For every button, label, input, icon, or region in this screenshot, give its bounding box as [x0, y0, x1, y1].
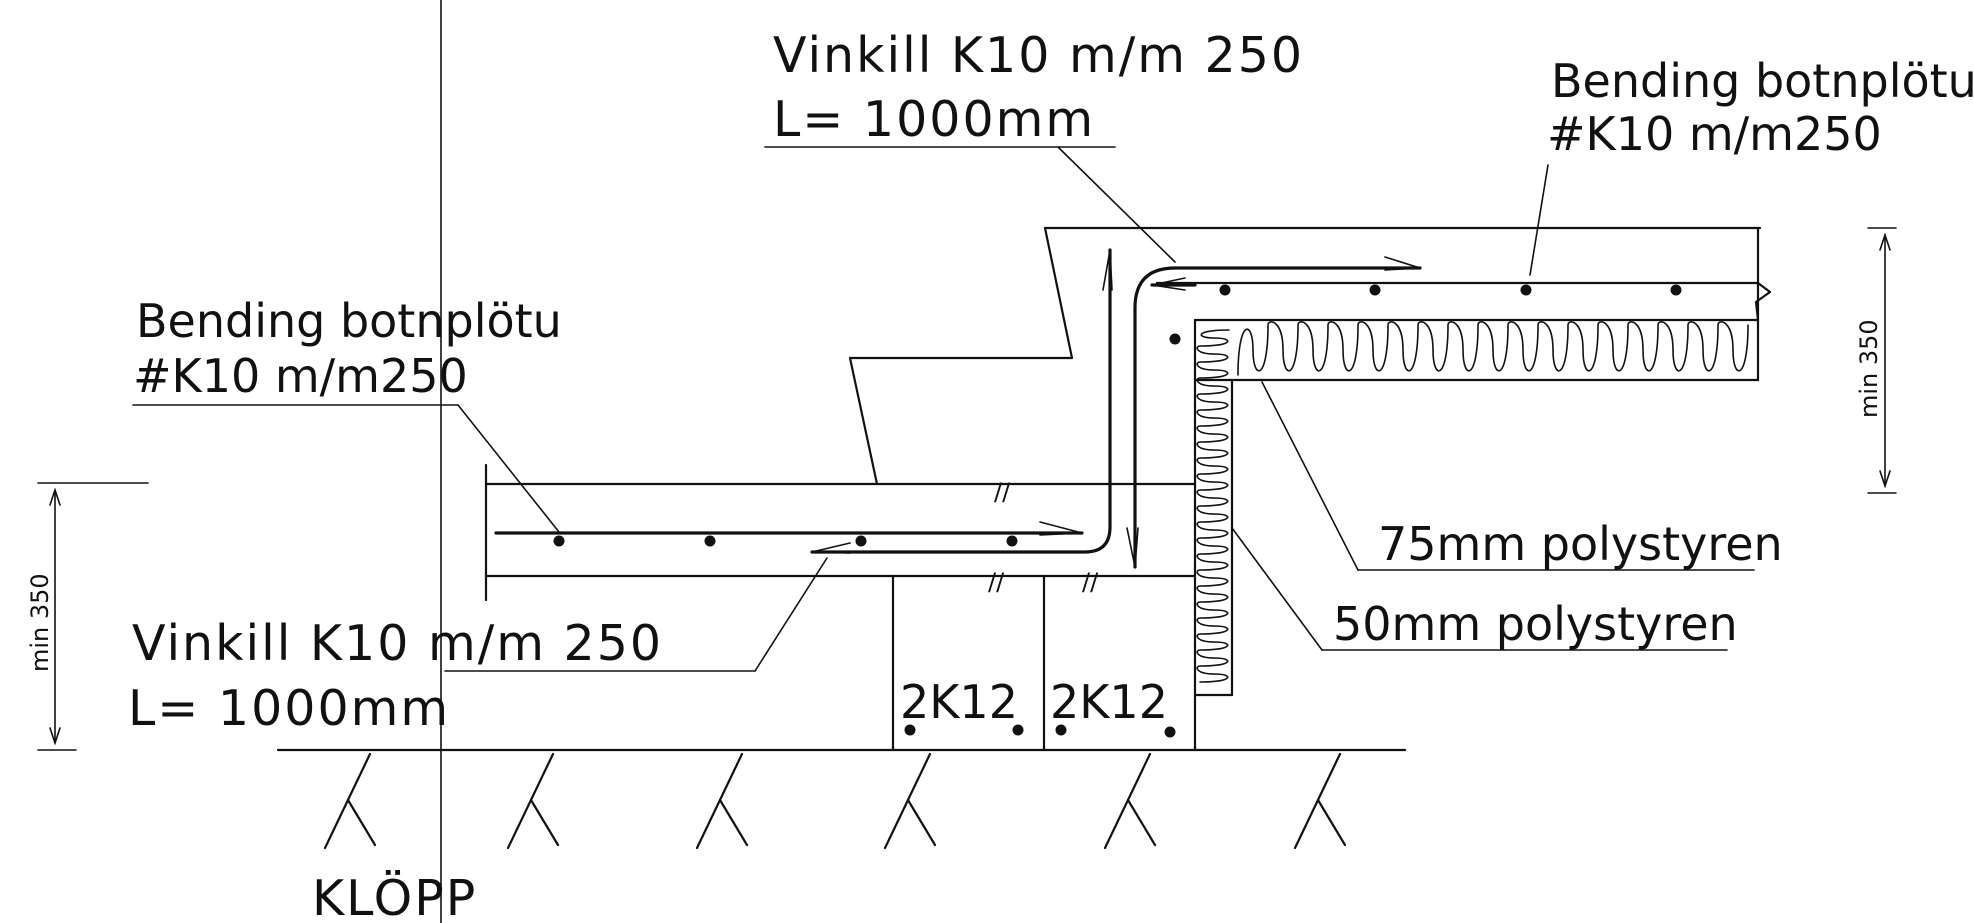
upper-angle-length-label: L= 1000mm	[773, 91, 1095, 148]
upper-angle-bar	[1133, 266, 1422, 569]
dimension-right-text: min 350	[1855, 319, 1883, 418]
ground-hatch-mark	[1126, 798, 1157, 847]
upper-angle-bar-label: Vinkill K10 m/m 250	[773, 27, 1304, 84]
lower-slab	[484, 463, 1197, 602]
lower-angle-arrow	[811, 542, 851, 554]
leader-lines	[132, 146, 1755, 672]
break-mark: //	[1082, 568, 1099, 596]
reinforcement	[494, 248, 1422, 569]
slab-step-outline	[848, 226, 1762, 486]
left-slab-spec-label: #K10 m/m250	[133, 349, 468, 403]
upper-angle-arrow	[1384, 256, 1421, 271]
ground	[276, 748, 1407, 850]
ground-label: KLÖPP	[312, 869, 477, 923]
dimension-left-text: min 350	[26, 573, 54, 672]
beam-bars-left-label: 2K12	[900, 675, 1018, 729]
insulation-50-label: 50mm polystyren	[1333, 597, 1738, 651]
vertical-insulation	[1193, 329, 1234, 697]
insulation-75-label: 75mm polystyren	[1378, 517, 1783, 571]
lower-angle-arrow-top	[1102, 249, 1113, 291]
break-mark: //	[994, 478, 1011, 506]
ground-hatch-mark	[1316, 798, 1347, 847]
dimension-left: min 350	[26, 482, 149, 751]
left-slab-bend-label: Bending botnplötu	[136, 294, 562, 348]
lower-angle-bar-label: Vinkill K10 m/m 250	[132, 615, 663, 672]
lower-bar-arrow	[1039, 521, 1083, 536]
upper-slab-arrow	[1151, 277, 1186, 291]
dimension-right: min 350	[1855, 227, 1897, 494]
lower-angle-length-label: L= 1000mm	[128, 680, 450, 737]
beam-bars-right-label: 2K12	[1050, 675, 1168, 729]
upper-slab-bend-label: Bending botnplötu	[1551, 54, 1974, 108]
upper-angle-arrow-bottom	[1126, 527, 1139, 568]
ground-hatch-mark	[906, 798, 937, 847]
vertical-insulation-hatch	[1196, 329, 1230, 683]
lower-angle-bar	[810, 248, 1112, 554]
ground-hatch-mark	[346, 798, 377, 847]
break-mark: //	[988, 568, 1005, 596]
upper-slab-spec-label: #K10 m/m250	[1547, 107, 1882, 161]
upper-slab	[1155, 226, 1772, 382]
rebar-dots	[553, 284, 1682, 738]
ground-hatch-mark	[529, 798, 560, 847]
foundation-beams	[891, 318, 1197, 752]
horizontal-insulation-hatch	[1237, 321, 1749, 376]
ground-hatch-mark	[718, 798, 749, 847]
